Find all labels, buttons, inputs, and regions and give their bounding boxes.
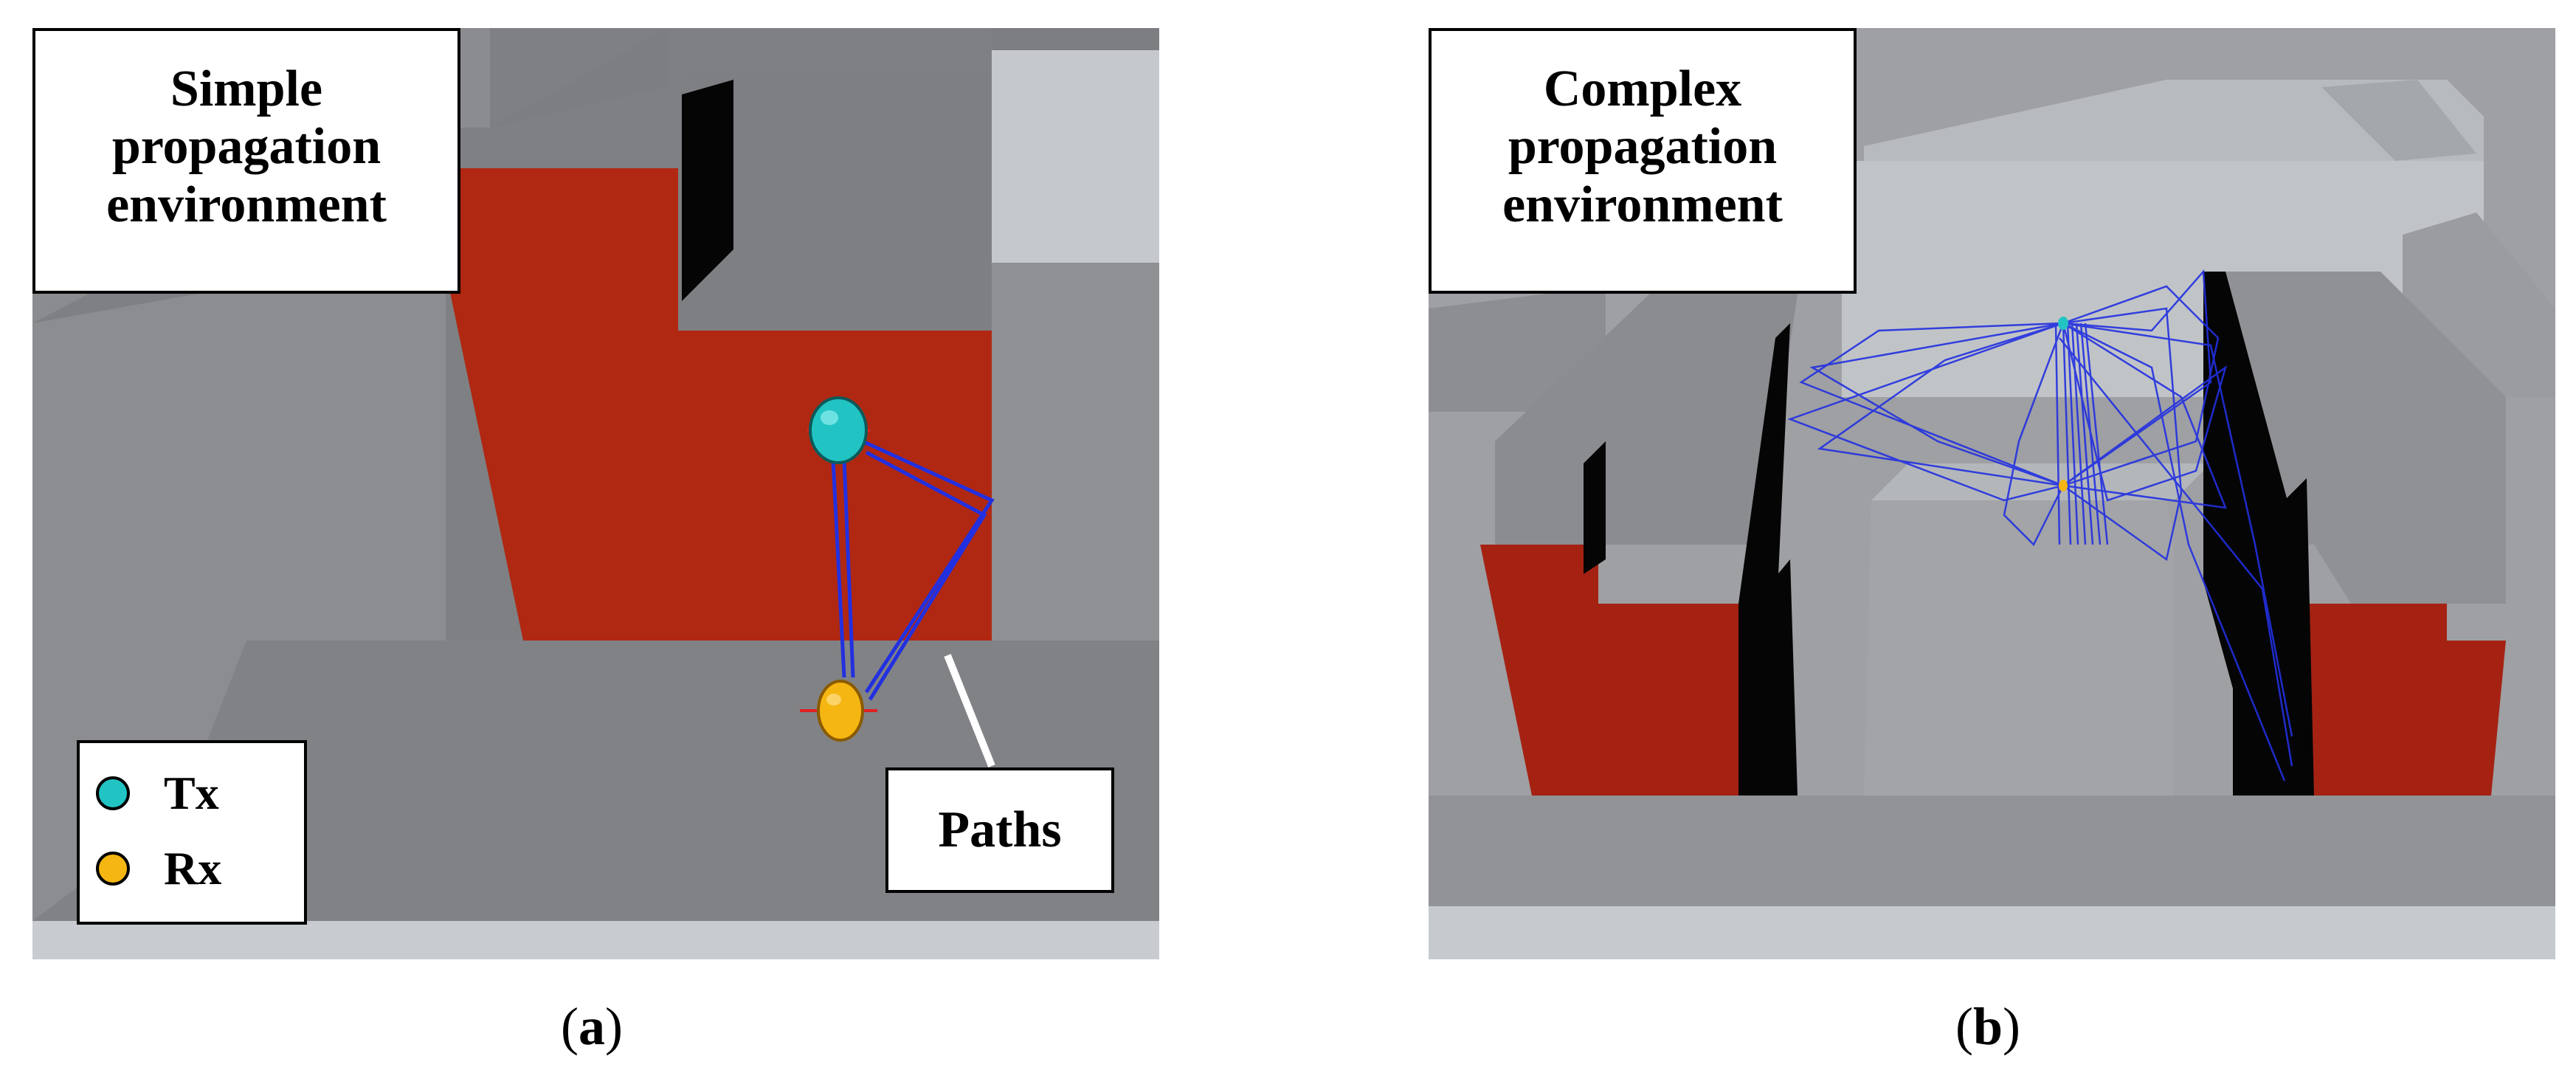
complex-environment-panel: Complex propagation environment: [1429, 28, 2555, 959]
environment-title-complex: Complex propagation environment: [1429, 28, 1857, 294]
propagation-paths: [1787, 269, 2293, 781]
path-line: [1817, 322, 2064, 487]
path-line: [861, 439, 995, 694]
title-line: propagation: [111, 118, 381, 176]
path-line: [2079, 322, 2102, 545]
path-line: [2071, 322, 2087, 545]
paths-pointer: [944, 654, 995, 767]
path-line: [2003, 322, 2065, 547]
tx-marker: [807, 396, 870, 464]
legend-item-tx: Tx: [96, 764, 219, 823]
caption-b: (b): [1955, 997, 2021, 1056]
legend-item-rx: Rx: [96, 839, 221, 898]
roof-top: [678, 72, 992, 331]
path-line: [2062, 322, 2286, 781]
title-line: Simple: [170, 61, 323, 117]
title-line: Complex: [1543, 61, 1742, 117]
path-line: [2062, 307, 2183, 562]
path-line: [2062, 322, 2293, 737]
back-building-side: [2321, 80, 2476, 161]
path-line: [2062, 322, 2227, 509]
title-line: environment: [106, 176, 387, 233]
path-line: [2062, 322, 2228, 502]
rx-dot-icon: [96, 852, 130, 886]
simple-environment-panel: Simple propagation environment Tx Rx Pat…: [32, 28, 1159, 959]
legend-label: Rx: [164, 842, 222, 894]
red-building: [446, 168, 992, 641]
path-line: [1809, 322, 2064, 487]
path-line: [2084, 322, 2109, 545]
left-long-black-wall: [1738, 323, 1790, 796]
ground-platform: [32, 641, 1159, 959]
propagation-paths: [831, 439, 995, 701]
environment-title-simple: Simple propagation environment: [32, 28, 460, 294]
rx-marker: [800, 680, 877, 742]
path-line: [865, 450, 987, 701]
path-line: [2062, 322, 2072, 545]
path-line: [2059, 337, 2293, 767]
right-small-black-wall: [2285, 478, 2314, 796]
title-line: environment: [1502, 176, 1783, 233]
path-line: [2066, 322, 2079, 545]
left-small-black-wall: [1584, 441, 1606, 574]
path-line: [831, 459, 846, 678]
paths-callout: Paths: [885, 767, 1114, 893]
left-structure-top: [1495, 294, 1798, 545]
tx-marker: [2058, 317, 2068, 330]
path-line: [2054, 322, 2061, 545]
light-block: [992, 50, 1159, 263]
legend-label: Tx: [164, 767, 219, 819]
front-strip: [1429, 906, 2555, 959]
path-line: [1799, 322, 2064, 487]
rx-marker: [2059, 480, 2068, 491]
tx-dot-icon: [96, 776, 130, 810]
title-line: propagation: [1508, 118, 1778, 176]
left-red-building: [1480, 545, 1738, 796]
front-strip: [32, 921, 1159, 959]
legend: Tx Rx: [77, 740, 307, 925]
path-line: [842, 459, 855, 678]
black-wall: [682, 80, 733, 301]
path-line: [2062, 285, 2220, 487]
middle-block: [1864, 500, 2174, 796]
path-line: [2075, 322, 2094, 545]
right-red-building: [2299, 604, 2506, 796]
caption-a: (a): [561, 997, 623, 1056]
